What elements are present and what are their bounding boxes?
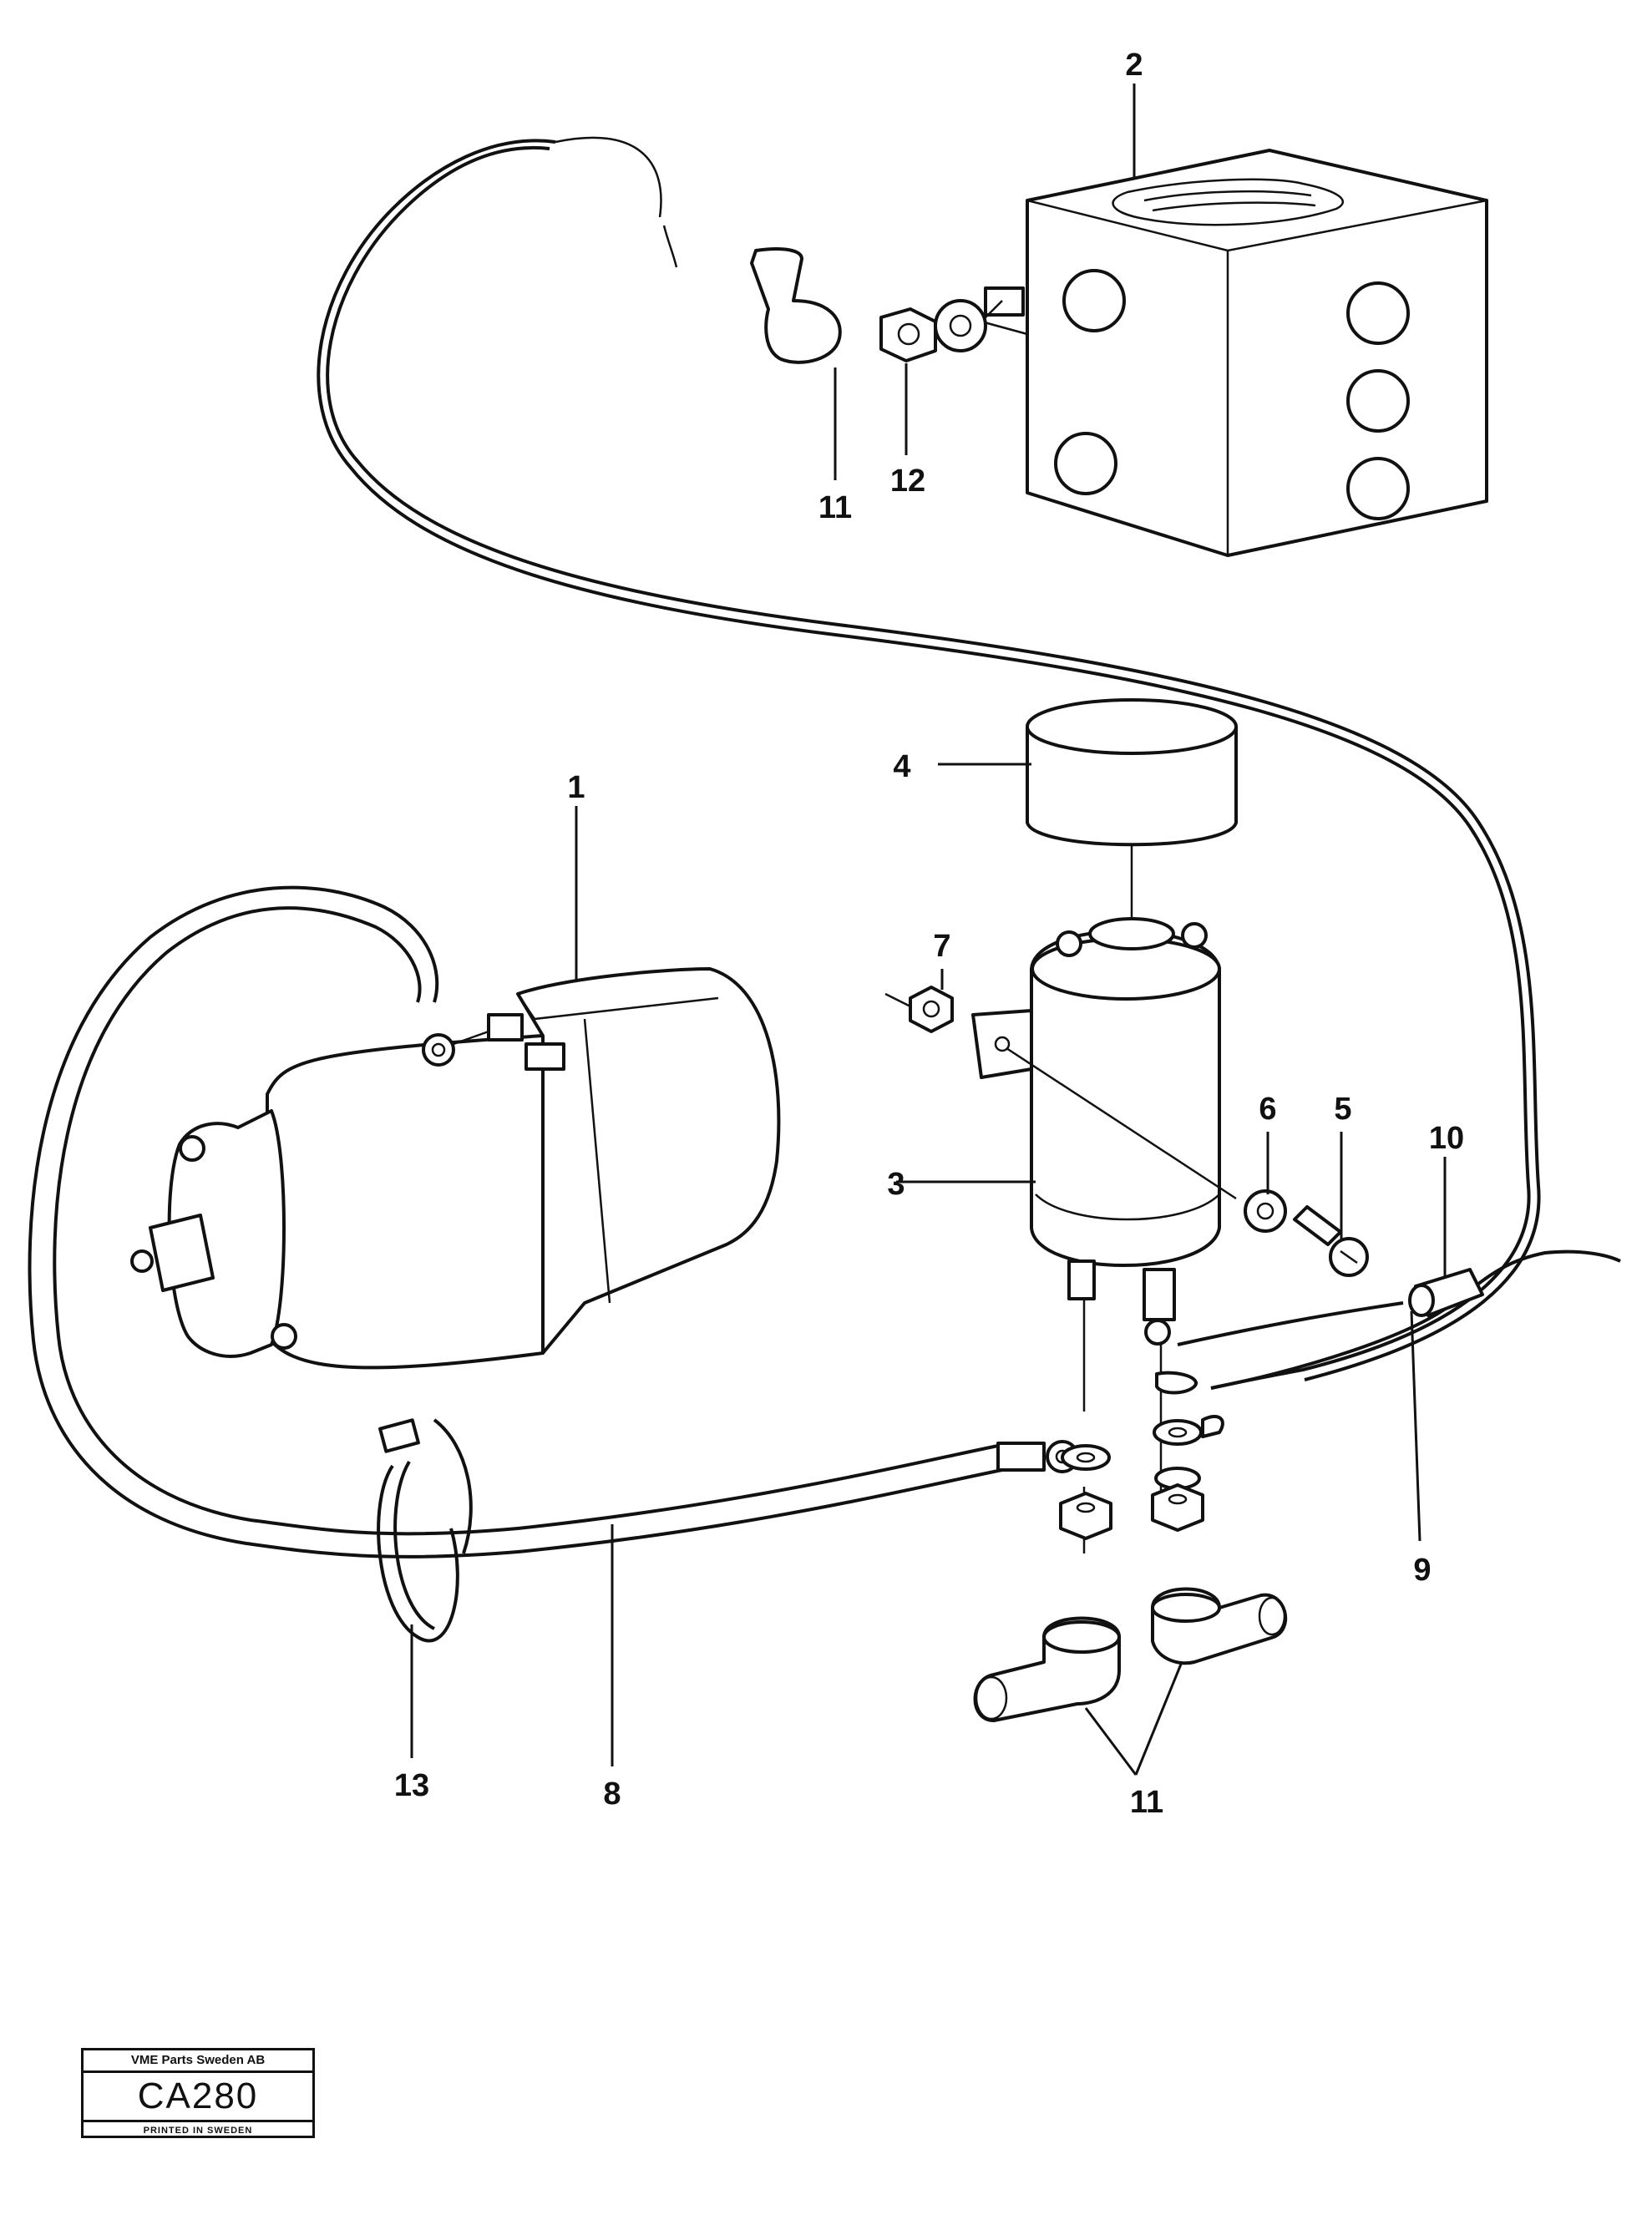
leader-lines bbox=[410, 84, 1447, 1776]
cable-ferrule bbox=[1408, 1268, 1484, 1317]
callout-12: 12 bbox=[890, 464, 925, 499]
heater-block bbox=[981, 149, 1488, 557]
stamp-company: VME Parts Sweden AB bbox=[84, 2050, 312, 2073]
callout-7: 7 bbox=[933, 929, 950, 964]
stamp-code: CA280 bbox=[84, 2073, 312, 2122]
callout-13: 13 bbox=[394, 1768, 429, 1803]
callout-11-top: 11 bbox=[818, 490, 852, 525]
cable-9 bbox=[1177, 1249, 1621, 1390]
callout-8: 8 bbox=[603, 1776, 621, 1812]
main-ground-cable bbox=[317, 136, 1541, 1390]
stamp-printed: PRINTED IN SWEDEN bbox=[143, 2126, 253, 2136]
callout-9: 9 bbox=[1413, 1553, 1431, 1588]
callout-11-bottom: 11 bbox=[1130, 1785, 1163, 1820]
solenoid bbox=[971, 917, 1221, 1346]
fasteners-5-6-7 bbox=[884, 986, 1369, 1277]
callout-2: 2 bbox=[1125, 48, 1143, 83]
hose-clamp bbox=[377, 1418, 473, 1643]
callout-labels: 2 11 12 4 1 7 6 5 3 10 9 13 8 11 bbox=[394, 48, 1464, 1820]
callout-4: 4 bbox=[893, 749, 910, 784]
publisher-stamp: VME Parts Sweden AB CA280 PRINTED IN SWE… bbox=[81, 2048, 315, 2138]
starter-motor bbox=[130, 967, 781, 1370]
cap bbox=[1026, 698, 1238, 927]
callout-1: 1 bbox=[567, 770, 585, 805]
top-connector-parts bbox=[662, 225, 1003, 364]
callout-6: 6 bbox=[1259, 1092, 1276, 1127]
callout-5: 5 bbox=[1334, 1092, 1351, 1127]
bottom-terminals bbox=[1059, 1299, 1224, 1553]
terminal-boots bbox=[973, 1587, 1288, 1722]
callout-3: 3 bbox=[887, 1167, 905, 1202]
callout-10: 10 bbox=[1429, 1121, 1464, 1156]
